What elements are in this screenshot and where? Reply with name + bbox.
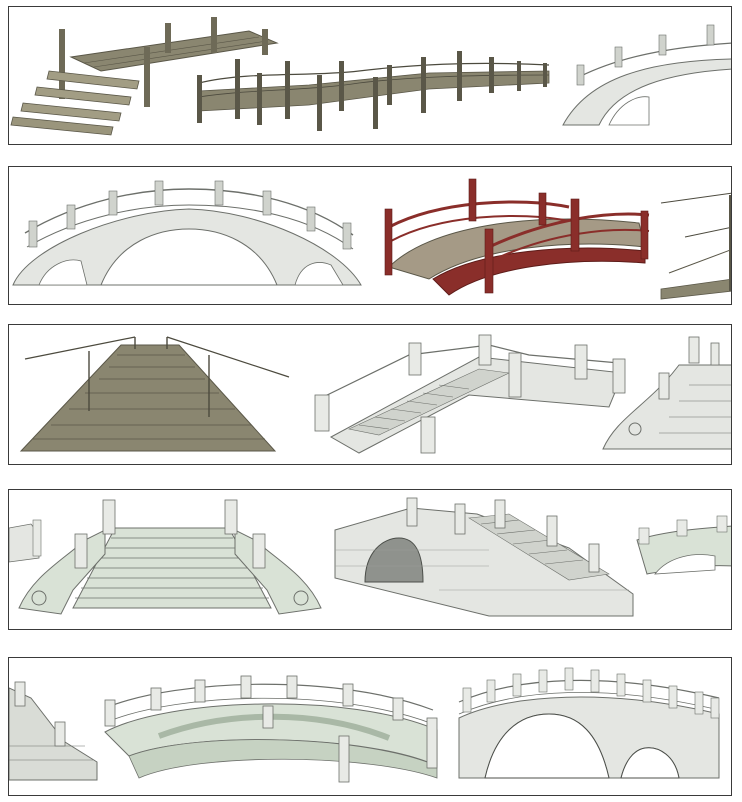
stone-stair-bridge [314,334,626,454]
strip-4-artwork [9,497,731,617]
strip-2-artwork [12,178,731,300]
wooden-rope-walkway [197,51,550,131]
bridge-strip-3 [8,324,732,465]
rope-bridge-partial [660,192,731,300]
multi-arch-stone-bridge [458,667,720,779]
bridge-strip-1 [8,6,732,145]
strip-1-artwork [10,17,731,136]
red-lacquer-arch-bridge [384,178,650,296]
bridge-strip-5 [8,657,732,796]
bridge-strip-4 [8,489,732,630]
plank-rope-bridge [19,336,290,452]
strip-5-artwork [9,667,720,783]
stone-railing-partial-left [9,519,42,563]
stone-staircase-front-view [18,499,322,615]
stone-arch-stair-bridge [334,497,634,617]
stone-arch-bridge-partial [562,24,731,126]
jade-arch-bridge [104,675,438,783]
stone-railing-partial [9,681,98,781]
strip-3-artwork [19,334,731,454]
wooden-pier-with-steps [10,17,279,136]
bridge-strip-2 [8,166,732,305]
triple-arch-stone-bridge [12,180,362,286]
carved-stone-bridge-partial [636,515,731,575]
stone-stair-bridge-partial [602,336,731,450]
